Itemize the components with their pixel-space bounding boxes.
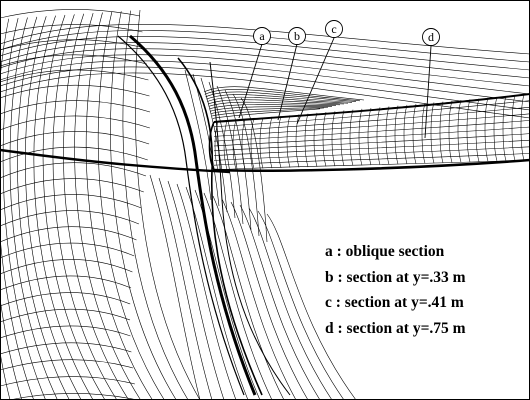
- legend-item-d: d : section at y=.75 m: [325, 320, 466, 337]
- callout-d: d: [422, 28, 440, 139]
- legend: a : oblique section b : section at y=.33…: [322, 236, 528, 342]
- legend-item-b: b : section at y=.33 m: [325, 269, 466, 286]
- callout-label-a: a: [259, 29, 265, 43]
- callout-a: a: [238, 27, 271, 119]
- callout-b: b: [277, 27, 306, 121]
- legend-item-a: a : oblique section: [325, 243, 445, 260]
- wing-outline: [208, 93, 530, 172]
- junction-lines: [0, 34, 291, 396]
- callout-label-b: b: [294, 29, 300, 43]
- fuselage-mesh: [0, 9, 530, 400]
- callout-label-d: d: [428, 30, 434, 44]
- callout-c: c: [296, 20, 343, 125]
- callout-label-c: c: [331, 22, 336, 36]
- wing-root-fillet-mesh: [184, 69, 365, 243]
- legend-item-c: c : section at y=.41 m: [325, 294, 464, 311]
